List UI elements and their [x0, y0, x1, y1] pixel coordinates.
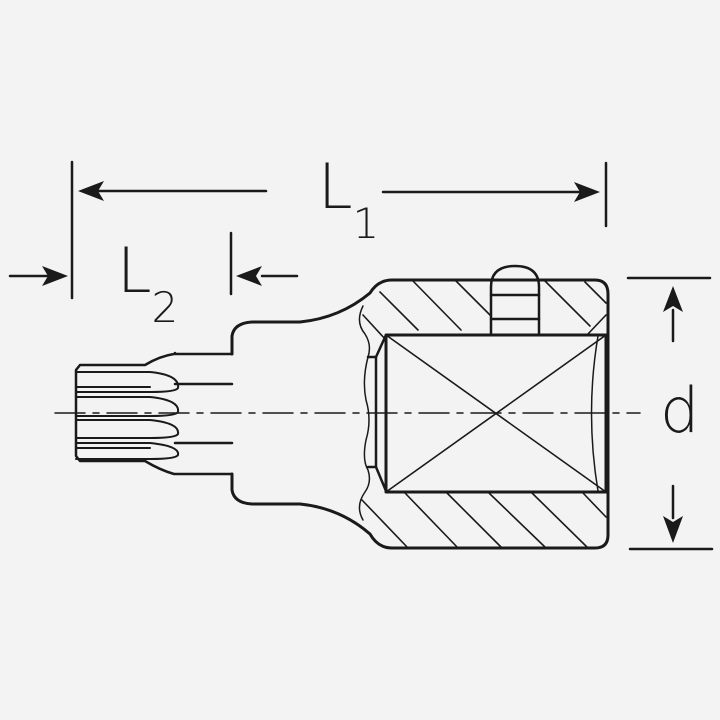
- label-d: d: [660, 374, 700, 447]
- label-l1-main: L: [318, 150, 353, 223]
- dimension-d: [626, 276, 714, 551]
- label-l2-main: L: [117, 234, 152, 307]
- square-bore: [384, 333, 608, 494]
- label-l2: L2: [117, 240, 178, 329]
- label-l2-sub: 2: [151, 283, 179, 332]
- socket-body: [230, 278, 610, 550]
- ball-detent: [489, 264, 541, 337]
- spline-tip: [74, 351, 234, 476]
- label-l1-sub: 1: [352, 199, 380, 248]
- dimension-l1: [70, 160, 608, 300]
- label-l1: L1: [318, 156, 379, 245]
- section-hatching: [361, 280, 607, 549]
- dimension-l2: [8, 231, 299, 296]
